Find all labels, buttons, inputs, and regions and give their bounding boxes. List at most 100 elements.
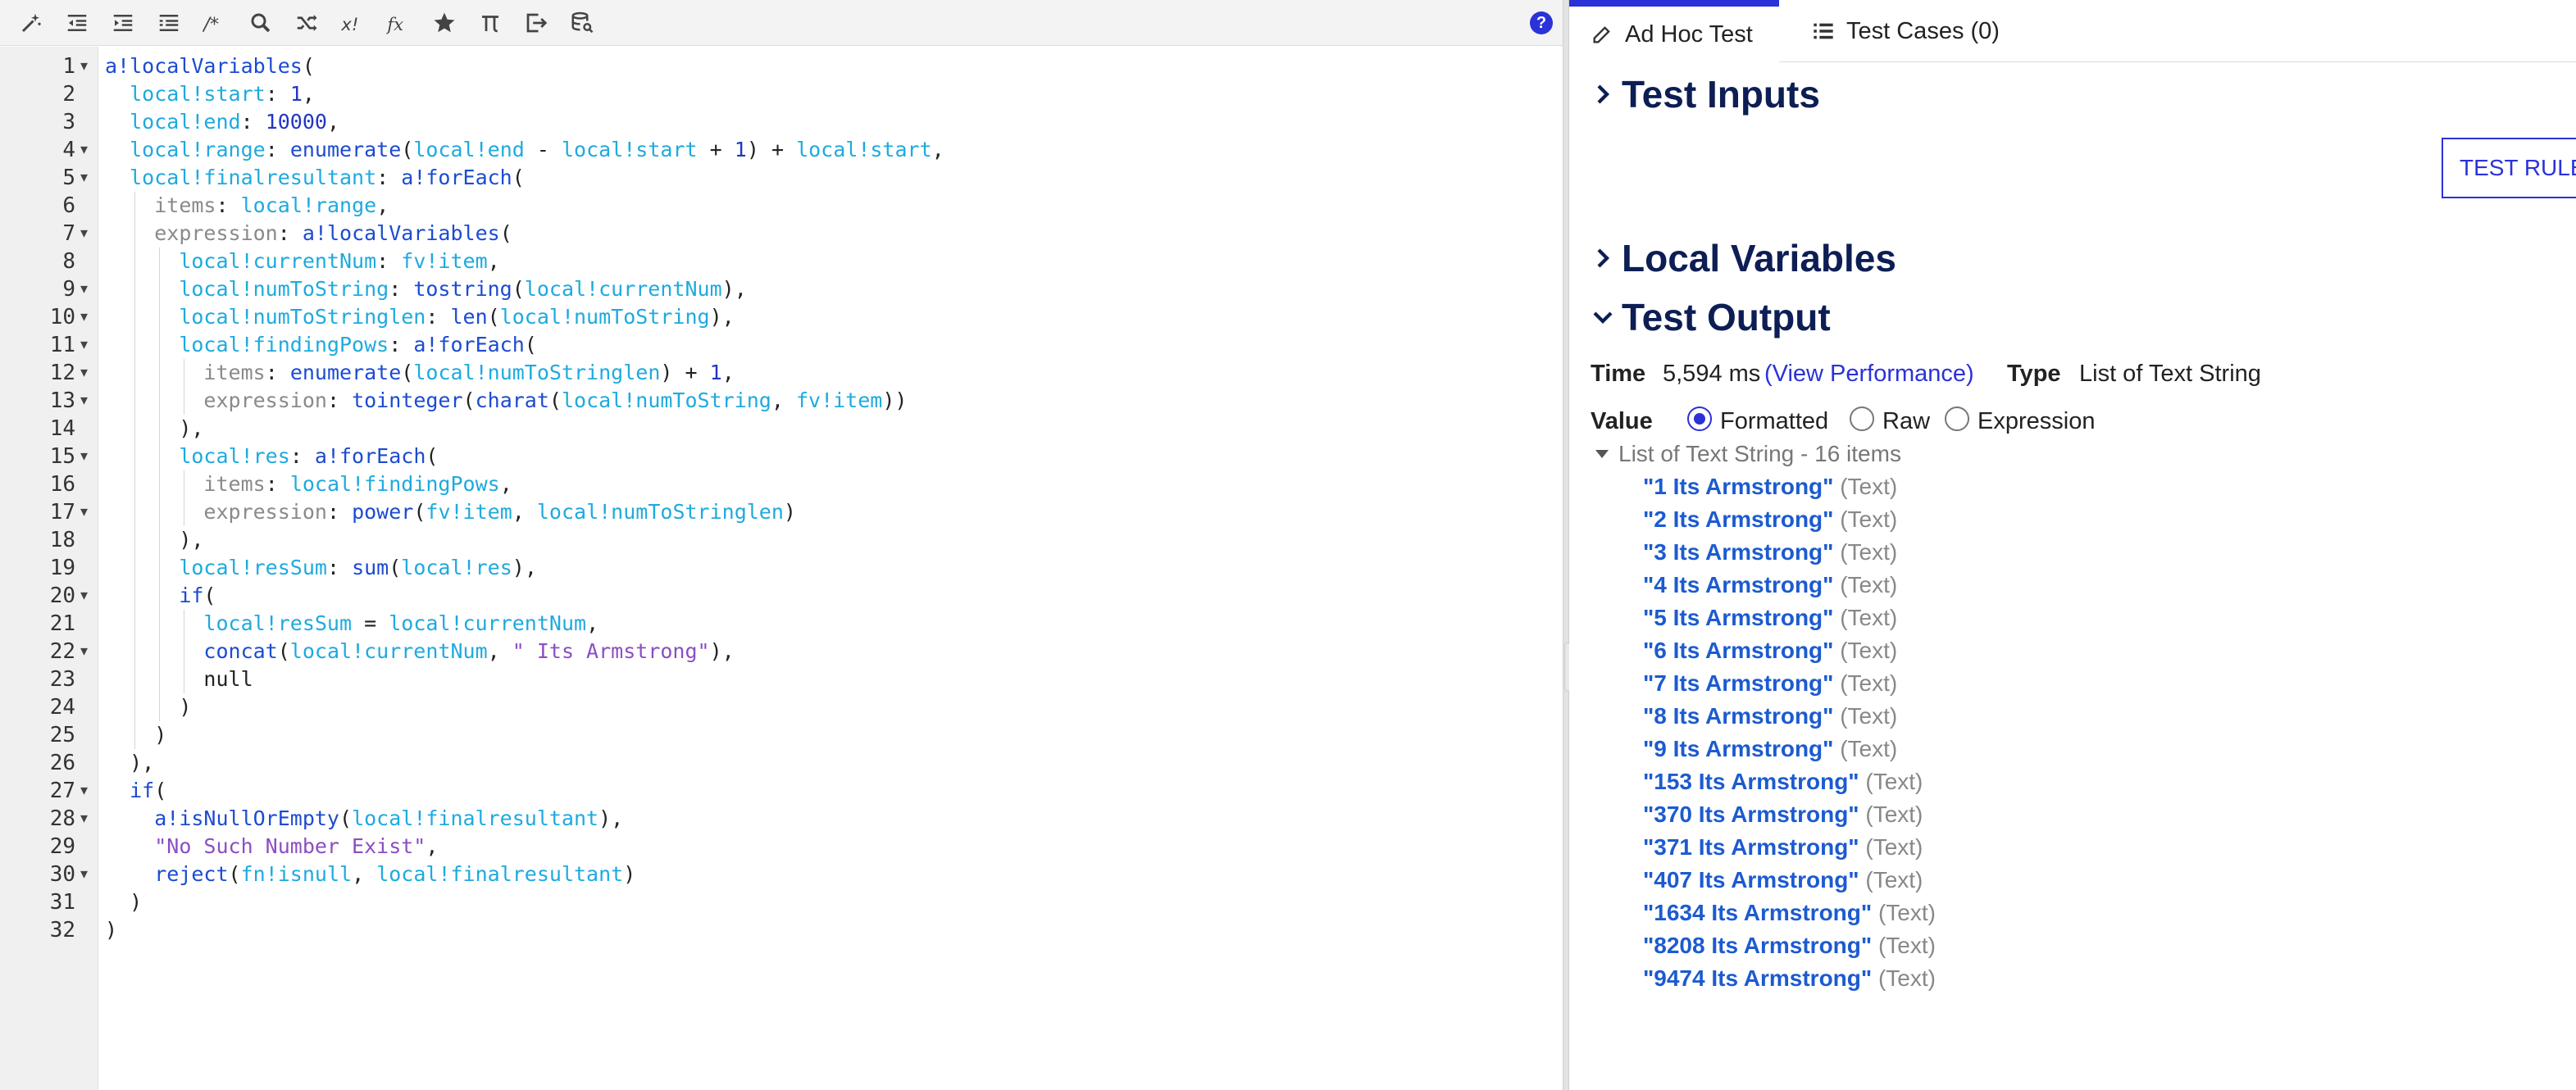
line-number: 8 (62, 249, 75, 274)
line-number: 14 (49, 416, 75, 441)
code-line[interactable]: local!currentNum: fv!item, (179, 249, 500, 273)
factorial-icon[interactable]: x! (338, 8, 367, 38)
result-item-type: (Text) (1865, 834, 1923, 860)
fold-toggle-icon[interactable]: ▾ (80, 225, 89, 242)
line-number: 15 (49, 444, 75, 469)
fold-toggle-icon[interactable]: ▾ (80, 782, 89, 799)
line-number: 11 (49, 333, 75, 357)
result-item-value: "2 Its Armstrong" (1643, 506, 1834, 532)
section-test-output[interactable]: Test Output (1591, 295, 1831, 339)
line-number: 3 (62, 110, 75, 134)
fold-toggle-icon[interactable]: ▾ (80, 364, 89, 381)
code-line[interactable]: null (203, 667, 253, 691)
fold-toggle-icon[interactable]: ▾ (80, 810, 89, 827)
code-line[interactable]: local!res: a!forEach( (179, 444, 439, 468)
code-line[interactable]: ) (105, 918, 118, 942)
section-test-inputs[interactable]: Test Inputs (1591, 72, 1820, 116)
code-line[interactable]: ) (179, 695, 192, 719)
result-list-item: "9474 Its Armstrong" (Text) (1643, 965, 1936, 992)
outdent-icon[interactable] (62, 8, 92, 38)
fold-toggle-icon[interactable]: ▾ (80, 865, 89, 883)
export-icon[interactable] (521, 8, 551, 38)
result-item-value: "1634 Its Armstrong" (1643, 900, 1873, 925)
code-line[interactable]: expression: tointeger(charat(local!numTo… (203, 388, 908, 412)
help-icon[interactable]: ? (1530, 11, 1553, 34)
fold-toggle-icon[interactable]: ▾ (80, 392, 89, 409)
pane-splitter[interactable] (1563, 0, 1569, 1090)
section-title: Test Inputs (1622, 73, 1820, 116)
result-item-type: (Text) (1840, 638, 1898, 663)
code-line[interactable]: ), (179, 528, 204, 552)
line-number: 27 (49, 779, 75, 803)
code-line[interactable]: a!isNullOrEmpty(local!finalresultant), (154, 806, 624, 830)
fold-toggle-icon[interactable]: ▾ (80, 643, 89, 660)
pi-icon[interactable] (476, 8, 505, 38)
tab-label: Ad Hoc Test (1625, 20, 1753, 48)
fold-toggle-icon[interactable]: ▾ (80, 447, 89, 465)
code-line[interactable]: ) (154, 723, 167, 747)
line-number: 29 (49, 834, 75, 859)
shuffle-icon[interactable] (292, 8, 321, 38)
svg-text:/*: /* (203, 14, 219, 35)
code-line[interactable]: ), (130, 751, 155, 774)
fold-toggle-icon[interactable]: ▾ (80, 169, 89, 186)
fold-toggle-icon[interactable]: ▾ (80, 141, 89, 158)
result-list-item: "1634 Its Armstrong" (Text) (1643, 900, 1936, 926)
caret-down-icon (1595, 450, 1609, 458)
radio-raw[interactable] (1850, 406, 1874, 431)
code-line[interactable]: expression: power(fv!item, local!numToSt… (203, 500, 796, 524)
test-rule-button[interactable]: TEST RULE (2442, 138, 2576, 198)
code-line[interactable]: reject(fn!isnull, local!finalresultant) (154, 862, 636, 886)
radio-formatted[interactable] (1687, 406, 1712, 431)
fold-toggle-icon[interactable]: ▾ (80, 336, 89, 353)
code-line[interactable]: local!numToStringlen: len(local!numToStr… (179, 305, 735, 329)
fold-toggle-icon[interactable]: ▾ (80, 280, 89, 297)
test-panel: Ad Hoc Test Test Cases (0) (1569, 0, 2576, 1090)
auto-format-icon[interactable] (16, 8, 46, 38)
code-line[interactable]: a!localVariables( (105, 54, 315, 78)
code-line[interactable]: local!numToString: tostring(local!curren… (179, 277, 747, 301)
tab-test-cases[interactable]: Test Cases (0) (1791, 0, 2021, 62)
chevron-right-icon (1597, 84, 1610, 104)
fold-toggle-icon[interactable]: ▾ (80, 308, 89, 325)
fold-toggle-icon[interactable]: ▾ (80, 57, 89, 75)
code-line[interactable]: items: local!findingPows, (203, 472, 512, 496)
code-line[interactable]: "No Such Number Exist", (154, 834, 439, 858)
code-line[interactable]: items: local!range, (154, 193, 389, 217)
tab-ad-hoc-test[interactable]: Ad Hoc Test (1569, 0, 1779, 62)
function-icon[interactable]: fx (384, 8, 413, 38)
result-item-value: "1 Its Armstrong" (1643, 474, 1834, 499)
code-line[interactable]: local!resSum: sum(local!res), (179, 556, 537, 579)
code-line[interactable]: expression: a!localVariables( (154, 221, 512, 245)
fold-toggle-icon[interactable]: ▾ (80, 587, 89, 604)
code-line[interactable]: if( (130, 779, 167, 802)
code-line[interactable]: concat(local!currentNum, " Its Armstrong… (203, 639, 735, 663)
result-item-type: (Text) (1840, 605, 1898, 630)
fold-toggle-icon[interactable]: ▾ (80, 503, 89, 520)
star-icon[interactable] (430, 8, 459, 38)
section-local-variables[interactable]: Local Variables (1591, 236, 1896, 280)
search-icon[interactable] (246, 8, 275, 38)
time-label: Time (1591, 361, 1646, 387)
list-indent-icon[interactable] (154, 8, 184, 38)
indent-icon[interactable] (108, 8, 138, 38)
radio-expression[interactable] (1945, 406, 1969, 431)
code-line[interactable]: ) (130, 890, 143, 914)
result-item-type: (Text) (1840, 506, 1898, 532)
code-line[interactable]: local!range: enumerate(local!end - local… (130, 138, 944, 161)
code-line[interactable]: local!finalresultant: a!forEach( (130, 166, 525, 189)
panel-tabs: Ad Hoc Test Test Cases (0) (1569, 0, 2576, 62)
result-list-header[interactable]: List of Text String - 16 items (1595, 441, 1901, 467)
code-line[interactable]: if( (179, 584, 216, 607)
code-line[interactable]: local!findingPows: a!forEach( (179, 333, 537, 357)
code-line[interactable]: local!start: 1, (130, 82, 315, 106)
code-line[interactable]: ), (179, 416, 204, 440)
result-list-item: "407 Its Armstrong" (Text) (1643, 867, 1923, 893)
code-line[interactable]: local!end: 10000, (130, 110, 340, 134)
code-line[interactable]: local!resSum = local!currentNum, (203, 611, 599, 635)
comment-icon[interactable]: /* (200, 8, 230, 38)
code-line[interactable]: items: enumerate(local!numToStringlen) +… (203, 361, 735, 384)
database-search-icon[interactable] (567, 8, 597, 38)
view-performance-link[interactable]: (View Performance) (1764, 361, 1974, 387)
tab-label: Test Cases (0) (1846, 17, 2000, 44)
